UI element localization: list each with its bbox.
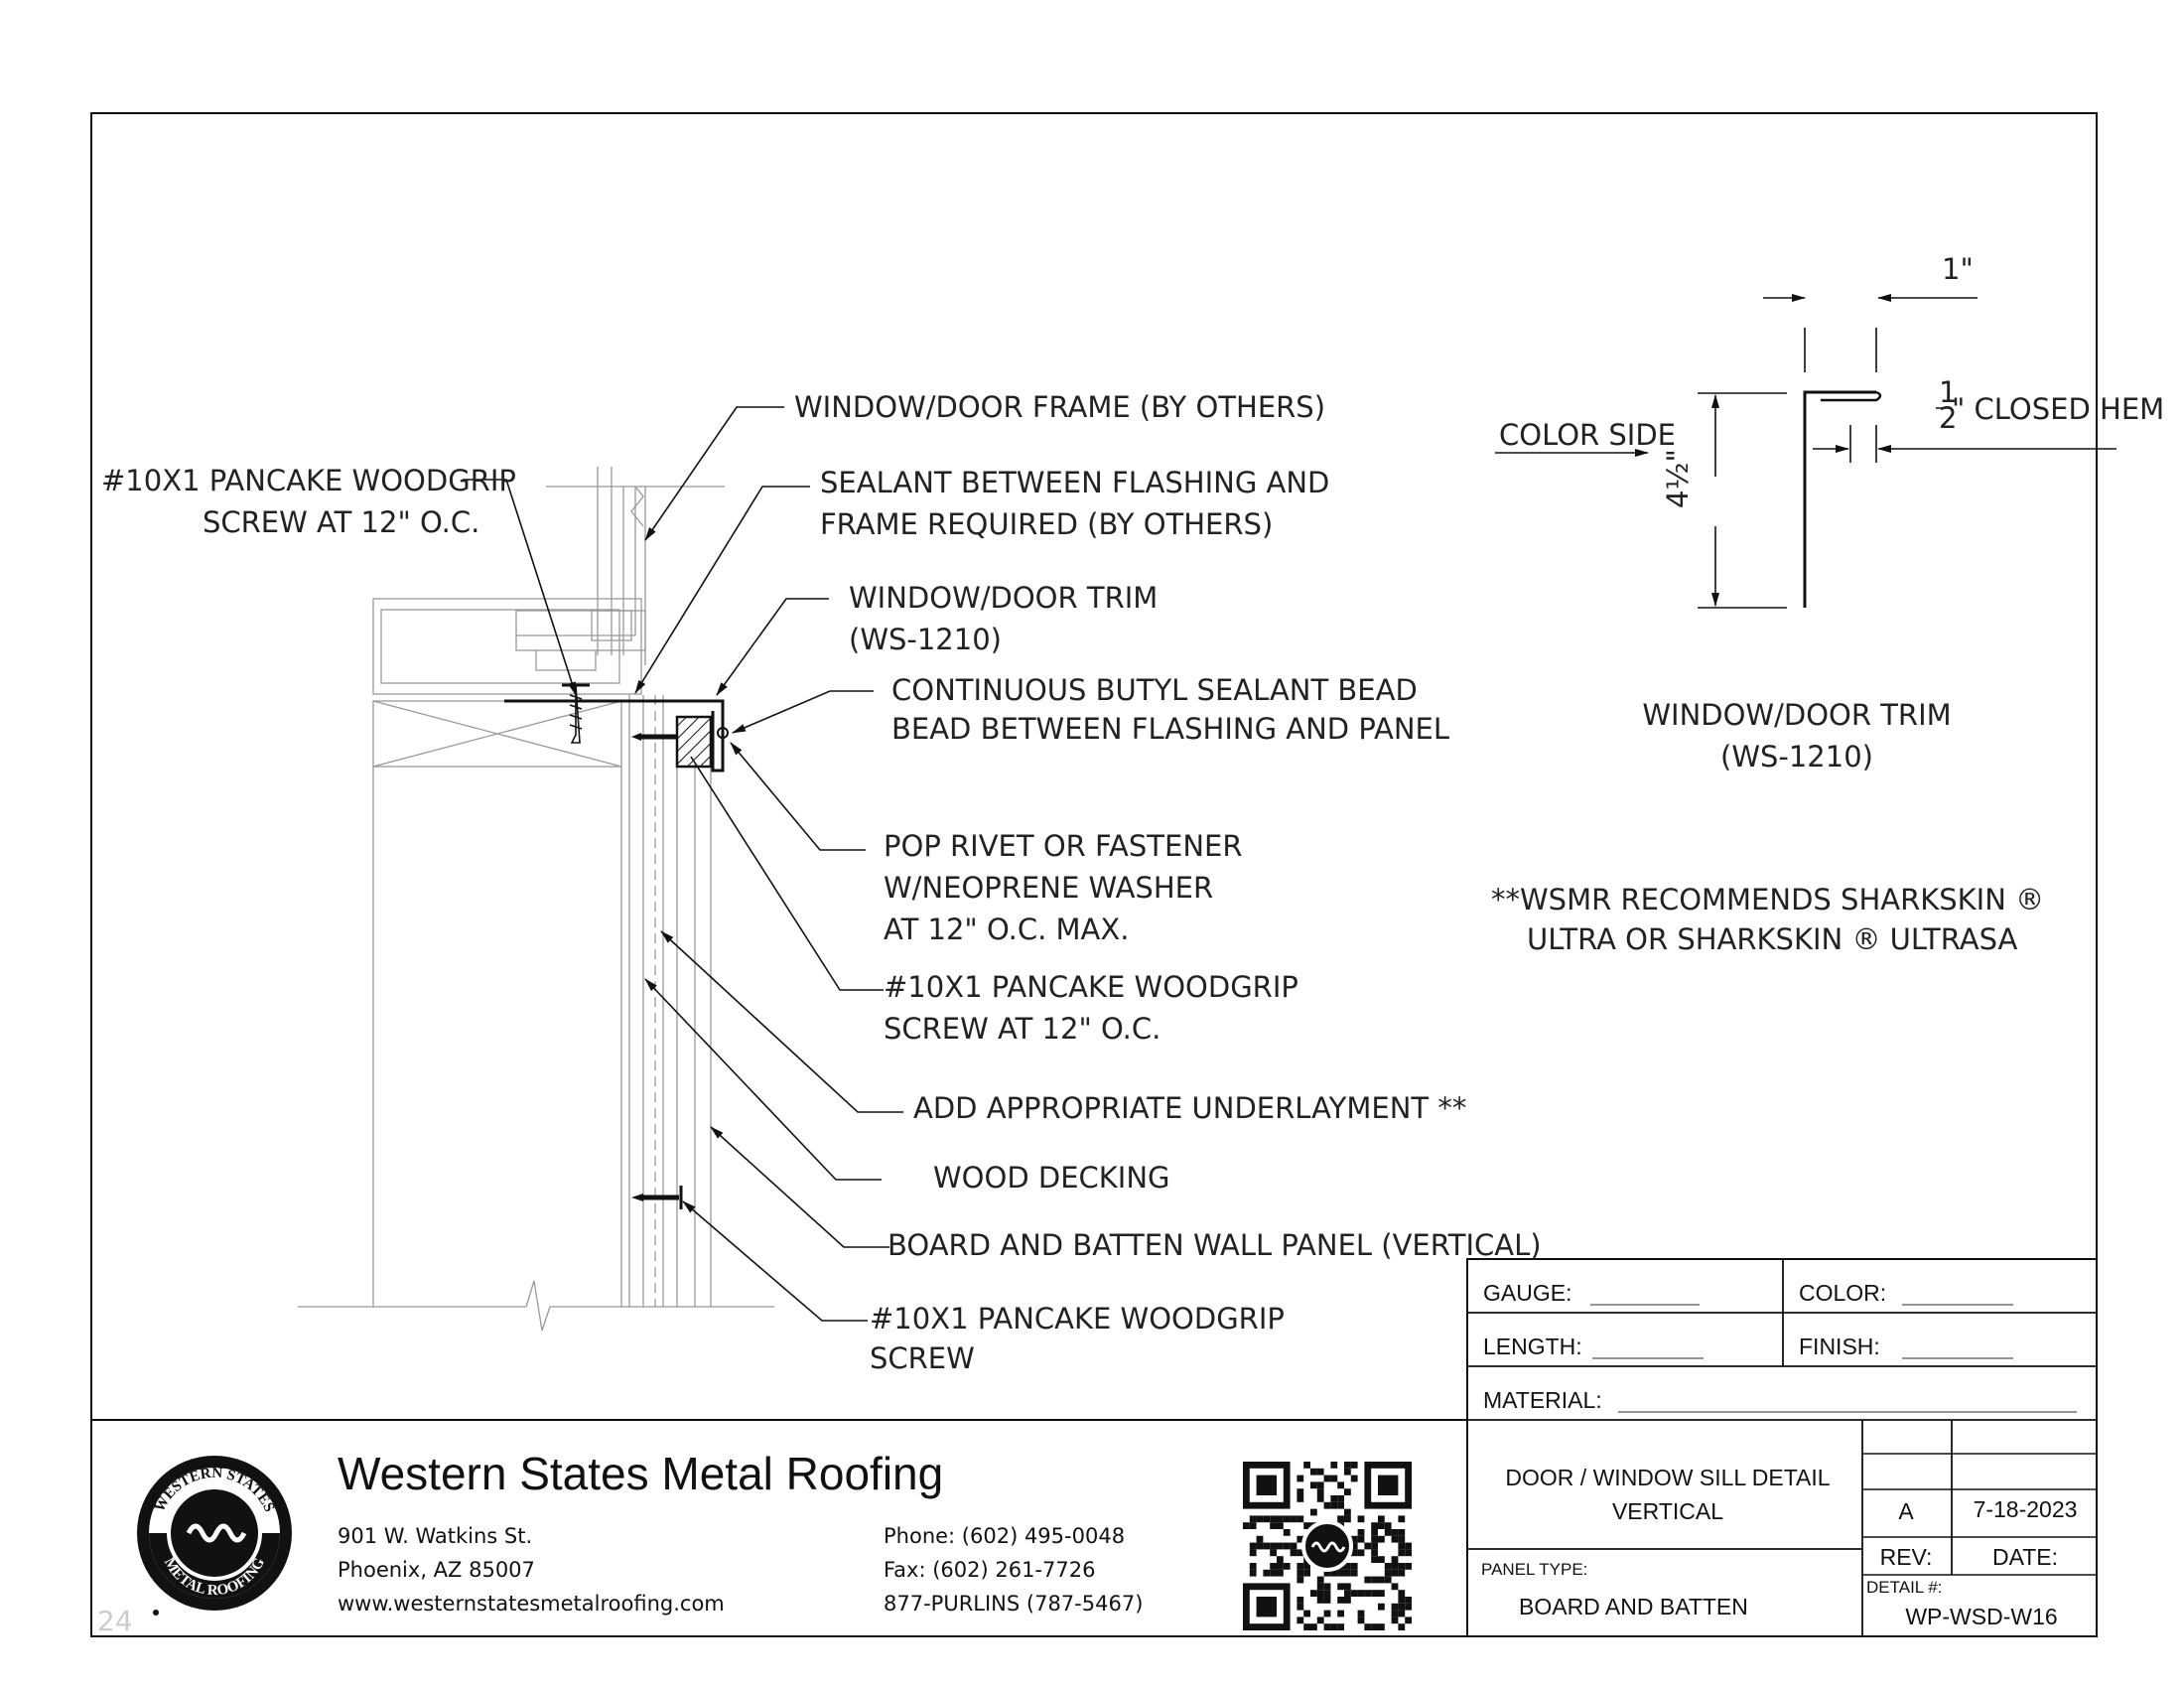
length-label: LENGTH: — [1483, 1334, 1582, 1359]
label-panel: BOARD AND BATTEN WALL PANEL (VERTICAL) — [887, 1228, 1542, 1262]
finish-label: FINISH: — [1799, 1334, 1880, 1359]
label-screw-bot-1: #10X1 PANCAKE WOODGRIP — [870, 1302, 1285, 1336]
profile-caption-2: (WS-1210) — [1720, 740, 1873, 774]
label-sealant-1: SEALANT BETWEEN FLASHING AND — [820, 466, 1329, 499]
hem-label: " CLOSED HEM — [1952, 392, 2164, 426]
label-trim-1: WINDOW/DOOR TRIM — [849, 581, 1158, 615]
label-rivet-1: POP RIVET OR FASTENER — [884, 829, 1242, 863]
label-underlayment: ADD APPROPRIATE UNDERLAYMENT ** — [913, 1091, 1466, 1125]
panel-type-label: PANEL TYPE: — [1481, 1560, 1587, 1579]
label-screw-bot-2: SCREW — [870, 1341, 975, 1375]
company-name: Western States Metal Roofing — [338, 1448, 943, 1499]
label-rivet-3: AT 12" O.C. MAX. — [884, 913, 1129, 946]
leader-lines — [463, 406, 903, 1322]
label-frame: WINDOW/DOOR FRAME (BY OTHERS) — [794, 390, 1325, 424]
detail-number-label: DETAIL #: — [1866, 1578, 1943, 1597]
toll-free-number: 877-PURLINS (787-5467) — [884, 1592, 1143, 1616]
website-link[interactable]: www.westernstatesmetalroofing.com — [338, 1592, 725, 1616]
label-butyl-1: CONTINUOUS BUTYL SEALANT BEAD — [891, 673, 1418, 707]
trim-profile — [1495, 294, 2116, 609]
material-label: MATERIAL: — [1483, 1387, 1602, 1413]
label-screw-mid-2: SCREW AT 12" O.C. — [884, 1012, 1160, 1046]
phone-number: Phone: (602) 495-0048 — [884, 1524, 1125, 1548]
gauge-label: GAUGE: — [1483, 1280, 1571, 1306]
fax-number: Fax: (602) 261-7726 — [884, 1558, 1095, 1582]
rev-value: A — [1898, 1498, 1914, 1524]
address-line-1: 901 W. Watkins St. — [338, 1524, 532, 1548]
recommend-note-2: ULTRA OR SHARKSKIN ® ULTRASA — [1527, 922, 2018, 956]
profile-caption-1: WINDOW/DOOR TRIM — [1642, 698, 1951, 732]
spec-block: GAUGE: COLOR: LENGTH: FINISH: MATERIAL: — [1466, 1258, 2098, 1637]
hem-fraction-den: 2 — [1939, 401, 1957, 435]
label-sealant-2: FRAME REQUIRED (BY OTHERS) — [820, 507, 1273, 541]
date-label: DATE: — [1992, 1544, 2058, 1570]
dim-one-inch: 1" — [1942, 252, 1974, 286]
label-screw-top-2: SCREW AT 12" O.C. — [203, 505, 479, 539]
label-screw-mid-1: #10X1 PANCAKE WOODGRIP — [884, 970, 1298, 1004]
recommend-note-1: **WSMR RECOMMENDS SHARKSKIN ® — [1491, 883, 2044, 916]
label-decking: WOOD DECKING — [933, 1161, 1170, 1195]
page-number: 24 — [97, 1605, 133, 1637]
label-trim-2: (WS-1210) — [849, 623, 1002, 656]
company-logo: WESTERN STATES METAL ROOFING — [137, 1456, 292, 1616]
address-line-2: Phoenix, AZ 85007 — [338, 1558, 535, 1582]
detail-title-2: VERTICAL — [1612, 1498, 1723, 1524]
qr-code[interactable] — [1243, 1462, 1412, 1630]
rev-label: REV: — [1880, 1544, 1933, 1570]
section-detail — [298, 467, 774, 1332]
label-rivet-2: W/NEOPRENE WASHER — [884, 871, 1213, 905]
hem-fraction-num: 1 — [1939, 375, 1957, 409]
detail-annotations: WINDOW/DOOR FRAME (BY OTHERS) SEALANT BE… — [101, 390, 1542, 1375]
label-butyl-2: BEAD BETWEEN FLASHING AND PANEL — [891, 712, 1449, 746]
dim-height: 4½" — [1661, 449, 1695, 508]
title-block: DOOR / WINDOW SILL DETAIL VERTICAL A 7-1… — [1467, 1420, 2097, 1636]
sheet-border — [90, 112, 2098, 1637]
trim-profile-text: 1" 4½" 1 2 " CLOSED HEM COLOR SIDE WINDO… — [1491, 252, 2164, 956]
label-screw-top-1: #10X1 PANCAKE WOODGRIP — [101, 464, 516, 497]
panel-type-value: BOARD AND BATTEN — [1519, 1594, 1748, 1619]
detail-title-1: DOOR / WINDOW SILL DETAIL — [1505, 1465, 1830, 1490]
color-side-label: COLOR SIDE — [1499, 418, 1676, 452]
date-value: 7-18-2023 — [1974, 1496, 2078, 1522]
detail-number-value: WP-WSD-W16 — [1905, 1604, 2057, 1629]
color-label: COLOR: — [1799, 1280, 1886, 1306]
